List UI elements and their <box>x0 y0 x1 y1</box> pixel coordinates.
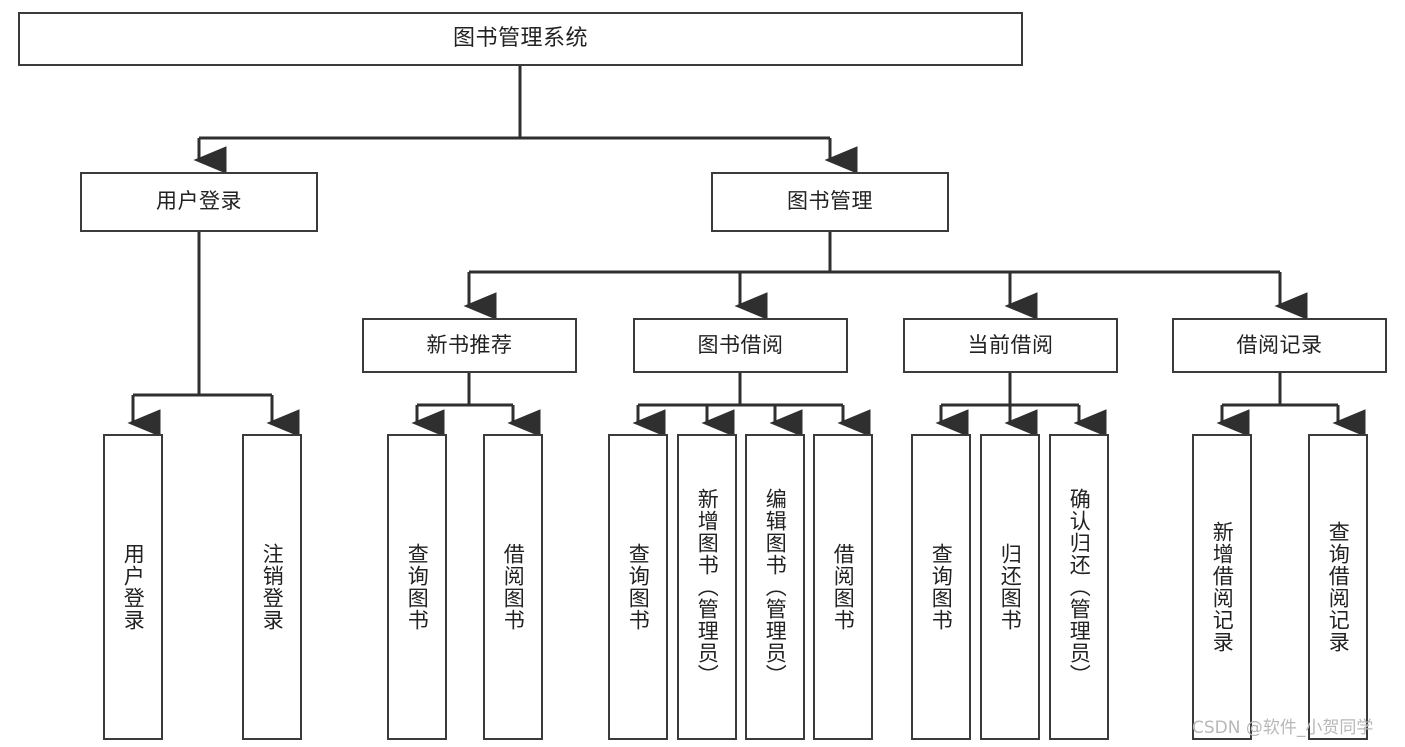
leaf-logout[interactable]: 注销登录 <box>242 434 302 740</box>
node-label: 注销登录 <box>260 543 285 631</box>
node-book-management[interactable]: 图书管理 <box>711 172 949 232</box>
leaf-borrow-book-recommend[interactable]: 借阅图书 <box>483 434 543 740</box>
leaf-borrow-book[interactable]: 借阅图书 <box>813 434 873 740</box>
node-label: 新书推荐 <box>426 332 513 357</box>
node-label: 用户登录 <box>121 543 146 631</box>
node-label: 归还图书 <box>998 543 1023 631</box>
node-book-borrow[interactable]: 图书借阅 <box>633 318 848 373</box>
node-label: 查询图书 <box>929 543 954 631</box>
watermark-text: CSDN @软件_小贺同学 <box>1192 718 1374 738</box>
node-new-book-recommend[interactable]: 新书推荐 <box>362 318 577 373</box>
leaf-query-book-borrow[interactable]: 查询图书 <box>608 434 668 740</box>
node-label: 图书管理 <box>787 189 873 214</box>
leaf-query-book-current[interactable]: 查询图书 <box>911 434 971 740</box>
leaf-add-book-admin[interactable]: 新增图书（管理员） <box>677 434 737 740</box>
node-label: 查询借阅记录 <box>1326 521 1351 653</box>
node-label: 用户登录 <box>156 189 242 214</box>
node-label: 确认归还（管理员） <box>1067 488 1092 686</box>
node-label: 图书借阅 <box>697 332 784 357</box>
leaf-query-book-recommend[interactable]: 查询图书 <box>387 434 447 740</box>
node-borrow-record[interactable]: 借阅记录 <box>1172 318 1387 373</box>
node-current-borrow[interactable]: 当前借阅 <box>903 318 1118 373</box>
node-label: 借阅图书 <box>831 543 856 631</box>
leaf-add-borrow-record[interactable]: 新增借阅记录 <box>1192 434 1252 740</box>
node-label: 图书管理系统 <box>452 25 588 51</box>
leaf-edit-book-admin[interactable]: 编辑图书（管理员） <box>745 434 805 740</box>
node-label: 查询图书 <box>626 543 651 631</box>
node-label: 新增借阅记录 <box>1210 521 1235 653</box>
node-label: 借阅记录 <box>1236 332 1323 357</box>
leaf-query-borrow-record[interactable]: 查询借阅记录 <box>1308 434 1368 740</box>
node-label: 借阅图书 <box>501 543 526 631</box>
leaf-return-book[interactable]: 归还图书 <box>980 434 1040 740</box>
node-root-system[interactable]: 图书管理系统 <box>18 12 1023 66</box>
node-label: 新增图书（管理员） <box>695 488 720 686</box>
node-label: 当前借阅 <box>967 332 1054 357</box>
node-label: 编辑图书（管理员） <box>763 488 788 686</box>
node-label: 查询图书 <box>405 543 430 631</box>
node-user-login[interactable]: 用户登录 <box>80 172 318 232</box>
leaf-confirm-return-admin[interactable]: 确认归还（管理员） <box>1049 434 1109 740</box>
leaf-user-login[interactable]: 用户登录 <box>103 434 163 740</box>
